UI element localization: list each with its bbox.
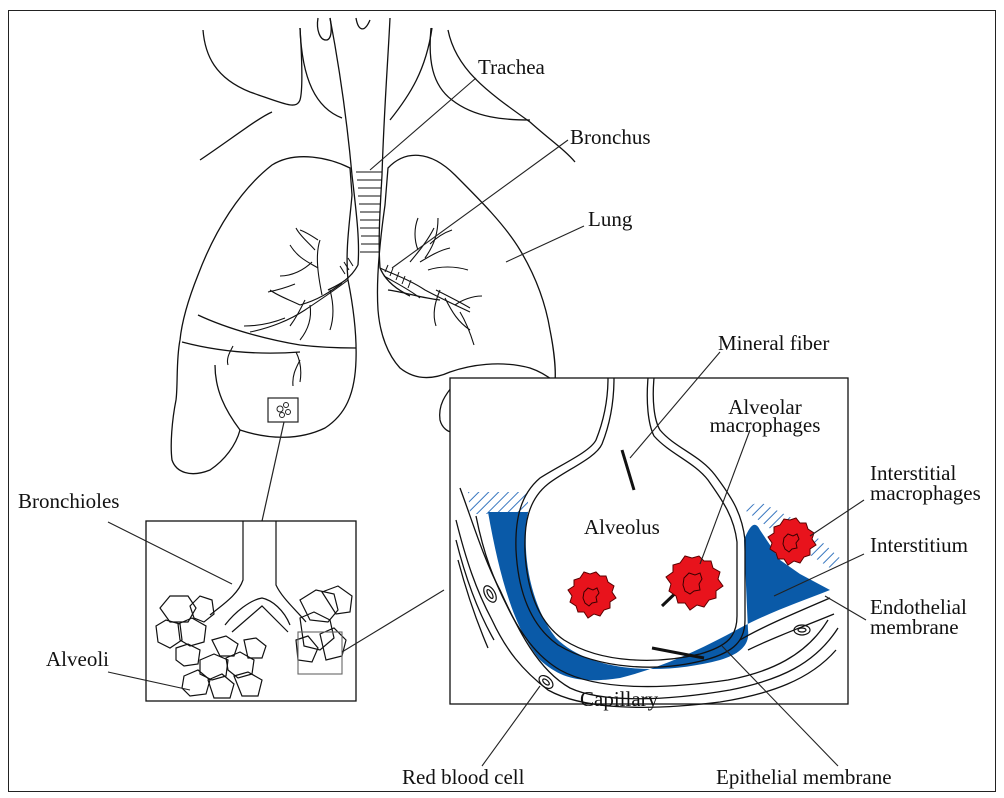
label-red-blood-cell: Red blood cell xyxy=(402,766,524,788)
left-lung xyxy=(171,157,356,474)
label-bronchus: Bronchus xyxy=(570,126,651,148)
trachea-shape xyxy=(317,18,410,296)
label-epithelial-membrane: Epithelial membrane xyxy=(716,766,892,788)
bronchioles-inset xyxy=(146,521,444,701)
label-alveolus: Alveolus xyxy=(584,516,660,538)
label-endothelial-membrane-line2: membrane xyxy=(870,616,959,638)
lung-zoom-box xyxy=(262,398,298,521)
trachea-rings xyxy=(356,172,382,252)
label-alveoli: Alveoli xyxy=(46,648,109,670)
label-trachea: Trachea xyxy=(478,56,545,78)
label-interstitium: Interstitium xyxy=(870,534,968,556)
label-capillary: Capillary xyxy=(580,688,658,710)
label-mineral-fiber: Mineral fiber xyxy=(718,332,829,354)
right-bronchi xyxy=(380,218,482,345)
body-outline xyxy=(200,28,575,162)
label-alveolar-macrophages-line2: macrophages xyxy=(700,414,830,436)
label-interstitial-macrophages-line2: macrophages xyxy=(870,482,981,504)
label-bronchioles: Bronchioles xyxy=(18,490,119,512)
label-lung: Lung xyxy=(588,208,632,230)
left-bronchi xyxy=(227,228,348,386)
